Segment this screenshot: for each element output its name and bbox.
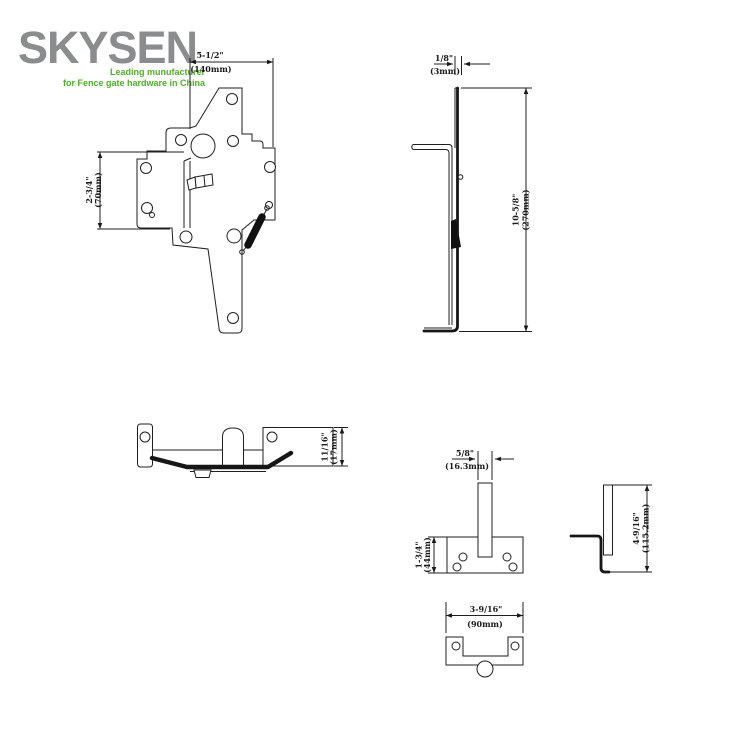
dim-label: (270mm) xyxy=(521,189,531,230)
strike-bar xyxy=(477,482,493,558)
dim-label: 10-5/8" xyxy=(511,194,521,227)
latch-plate-outline xyxy=(136,87,276,334)
dimension-side-height: 10-5/8" (270mm) xyxy=(459,87,532,332)
plate-surface xyxy=(454,87,459,148)
dim-label: (17mm) xyxy=(329,429,339,465)
small-hole xyxy=(149,212,155,218)
latch-slot-lines xyxy=(183,157,192,228)
dimension-bar-width: 5/8" (16.3mm) xyxy=(445,448,514,480)
latch-cam xyxy=(190,133,216,159)
hole xyxy=(227,312,239,324)
hole xyxy=(139,431,151,443)
dim-label: (16.3mm) xyxy=(445,461,489,471)
lever-edge xyxy=(411,144,453,329)
dim-label: (140mm) xyxy=(190,64,231,74)
strike-front-view: 5/8" (16.3mm) 1-3/4" (44mm) xyxy=(414,448,524,574)
dimension-depth: 11/16" (17mm) xyxy=(320,427,348,467)
hole xyxy=(226,228,242,244)
latch-top-view: 11/16" (17mm) xyxy=(137,423,348,478)
dim-label: (115.2mm) xyxy=(641,504,651,554)
dim-label: 1/8" xyxy=(435,53,453,63)
hole xyxy=(179,230,193,244)
dimension-width: 5-1/2" (140mm) xyxy=(189,50,274,147)
hole xyxy=(264,161,276,173)
bent-flange xyxy=(149,450,294,470)
hole xyxy=(508,562,518,572)
strike-bottom-view: 3-9/16" (90mm) xyxy=(445,602,524,678)
dimension-plate-height: 1-3/4" (44mm) xyxy=(414,536,447,574)
hole xyxy=(451,641,461,651)
dimension-strike-height: 4-9/16" (115.2mm) xyxy=(609,484,652,573)
dim-label: 11/16" xyxy=(320,432,330,461)
strike-bottom-outline xyxy=(445,636,524,666)
left-ear xyxy=(137,423,153,468)
hole xyxy=(140,162,152,174)
hole xyxy=(510,641,520,651)
plate-edge xyxy=(422,86,459,333)
strike-plate-edge xyxy=(569,534,611,574)
dimension-strike-width: 3-9/16" (90mm) xyxy=(445,602,524,633)
dim-label: 5-1/2" xyxy=(196,50,223,60)
dim-label: 5/8" xyxy=(456,448,474,458)
latch-front-view: 5-1/2" (140mm) 2-3/4" (70mm) xyxy=(84,50,276,334)
dim-label: 3-9/16" xyxy=(470,604,503,614)
right-ear xyxy=(262,427,334,467)
hole xyxy=(458,552,468,562)
dimension-thickness: 1/8" (3mm) xyxy=(430,53,490,76)
brand-tagline: Leading munufacturer for Fence gate hard… xyxy=(52,67,205,89)
hole xyxy=(141,202,153,214)
dimension-height: 2-3/4" (70mm) xyxy=(84,151,184,230)
strike-side-view: 4-9/16" (115.2mm) xyxy=(569,484,652,574)
dim-label: 1-3/4" xyxy=(414,541,424,568)
bar-section xyxy=(476,660,494,678)
hole xyxy=(226,93,238,105)
brand-tagline-line2: for Fence gate hardware in China xyxy=(62,78,205,88)
dim-label: 2-3/4" xyxy=(84,176,94,203)
dim-label: (3mm) xyxy=(430,66,460,76)
latch-spring xyxy=(239,205,270,255)
brand-tagline-line1: Leading munufacturer xyxy=(109,67,205,77)
hole xyxy=(175,134,187,146)
dim-label: (44mm) xyxy=(422,537,432,573)
dim-label: (90mm) xyxy=(467,619,503,629)
pivot-nub xyxy=(457,174,464,180)
dim-label: (70mm) xyxy=(93,172,103,208)
brand-logo: SKYSEN xyxy=(18,22,198,73)
latch-side-view: 1/8" (3mm) 10-5/8" (270mm) xyxy=(411,53,532,333)
hole xyxy=(452,562,462,572)
strike-bar-edge xyxy=(603,484,613,556)
spring-edge xyxy=(451,219,461,249)
center-tab xyxy=(222,427,244,466)
latch-lever xyxy=(186,173,214,191)
small-notch xyxy=(193,469,212,478)
hole xyxy=(266,431,278,443)
hole xyxy=(227,135,239,147)
dim-label: 4-9/16" xyxy=(631,512,641,545)
hole xyxy=(502,552,512,562)
